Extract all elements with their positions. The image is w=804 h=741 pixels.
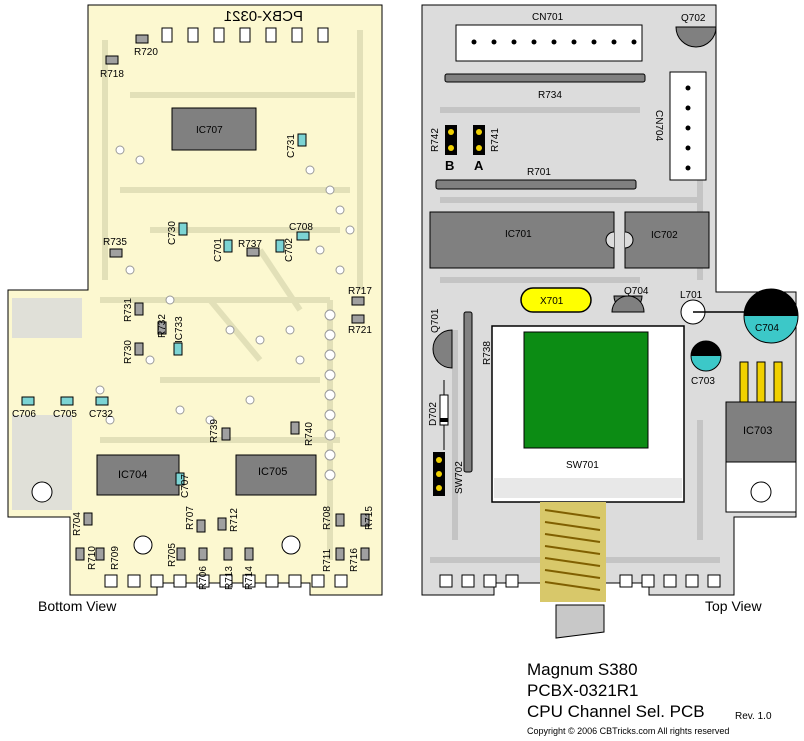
label-r720: R720 (134, 47, 158, 58)
ic703-regulator (725, 361, 797, 513)
c703-capacitor (690, 340, 722, 372)
label-r738: R738 (482, 341, 493, 365)
label-r737: R737 (238, 239, 262, 250)
sw701-switch (491, 325, 685, 639)
label-c730: C730 (167, 221, 178, 245)
ic702-body (624, 211, 710, 269)
ic707-body (171, 107, 257, 151)
label-c706: C706 (12, 409, 36, 420)
label-r712: R712 (229, 508, 240, 532)
label-r709: R709 (110, 546, 121, 570)
label-c702: C702 (284, 238, 295, 262)
c704-capacitor (743, 288, 799, 344)
label-ic707: IC707 (196, 125, 223, 136)
label-r707: R707 (185, 506, 196, 530)
label-c708: C708 (289, 222, 313, 233)
label-c701: C701 (213, 238, 224, 262)
label-r714: R714 (244, 566, 255, 590)
label-c707: C707 (180, 474, 191, 498)
label-r716: R716 (349, 548, 360, 572)
cn704-connector (669, 71, 707, 181)
label-cn704: CN704 (653, 110, 664, 142)
label-ic701: IC701 (505, 229, 532, 240)
label-r706: R706 (198, 566, 209, 590)
label-r718: R718 (100, 69, 124, 80)
label-r735: R735 (103, 237, 127, 248)
jumpers-ab (445, 125, 485, 155)
label-b: B (445, 158, 454, 173)
d702-diode (439, 380, 449, 450)
r734-resistor (444, 73, 646, 83)
label-r705: R705 (167, 543, 178, 567)
top-view-board: CN701 Q702 R734 CN704 R742 R741 B A R701… (421, 4, 799, 639)
cn701-connector (455, 24, 643, 62)
top-view-caption: Top View (705, 598, 762, 614)
label-r708: R708 (322, 506, 333, 530)
label-c732: C732 (89, 409, 113, 420)
label-r739: R739 (209, 419, 220, 443)
label-r711: R711 (322, 548, 333, 572)
label-sw702: SW702 (454, 461, 465, 494)
label-c704: C704 (755, 323, 779, 334)
label-c705: C705 (53, 409, 77, 420)
r701-resistor (435, 179, 637, 190)
label-r721: R721 (348, 325, 372, 336)
label-q704: Q704 (624, 286, 649, 297)
title-line3: CPU Channel Sel. PCB (527, 702, 705, 721)
bottom-view-caption: Bottom View (38, 598, 117, 614)
title-line2: PCBX-0321R1 (527, 681, 639, 700)
label-ic733: IC733 (174, 316, 185, 343)
label-r730: R730 (123, 340, 134, 364)
label-c703: C703 (691, 376, 715, 387)
label-l701: L701 (680, 290, 703, 301)
label-r715: R715 (364, 506, 375, 530)
label-ic705: IC705 (258, 466, 287, 478)
label-r734: R734 (538, 90, 562, 101)
label-ic704: IC704 (118, 469, 147, 481)
title-line1: Magnum S380 (527, 660, 638, 679)
q701-transistor (432, 329, 453, 369)
q702-transistor (675, 26, 717, 48)
label-r742: R742 (430, 128, 441, 152)
label-r713: R713 (224, 566, 235, 590)
label-a: A (474, 158, 484, 173)
ic701-body (429, 211, 615, 269)
title-rev: Rev. 1.0 (735, 711, 772, 722)
label-r717: R717 (348, 286, 372, 297)
label-q702: Q702 (681, 13, 706, 24)
label-r741: R741 (490, 128, 501, 152)
sw702-jumper (433, 452, 445, 496)
label-q701: Q701 (430, 308, 441, 333)
label-c731: C731 (286, 134, 297, 158)
r738-resistor (463, 311, 473, 473)
label-r732: R732 (157, 314, 168, 338)
ic705-body (235, 454, 317, 496)
label-ic702: IC702 (651, 230, 678, 241)
label-x701: X701 (540, 296, 564, 307)
label-d702: D702 (428, 402, 439, 426)
bottom-view-board: PCBX-0321 (7, 4, 383, 596)
label-r701: R701 (527, 167, 551, 178)
label-sw701: SW701 (566, 460, 599, 471)
label-r740: R740 (304, 422, 315, 446)
label-r704: R704 (72, 512, 83, 536)
label-cn701: CN701 (532, 12, 564, 23)
copyright: Copyright © 2006 CBTricks.com All rights… (527, 726, 730, 736)
board-id-mirrored: PCBX-0321 (224, 8, 303, 25)
x701-crystal (520, 287, 592, 313)
label-r710: R710 (87, 546, 98, 570)
ic704-body (96, 454, 180, 496)
label-ic703: IC703 (743, 425, 772, 437)
label-r731: R731 (123, 298, 134, 322)
